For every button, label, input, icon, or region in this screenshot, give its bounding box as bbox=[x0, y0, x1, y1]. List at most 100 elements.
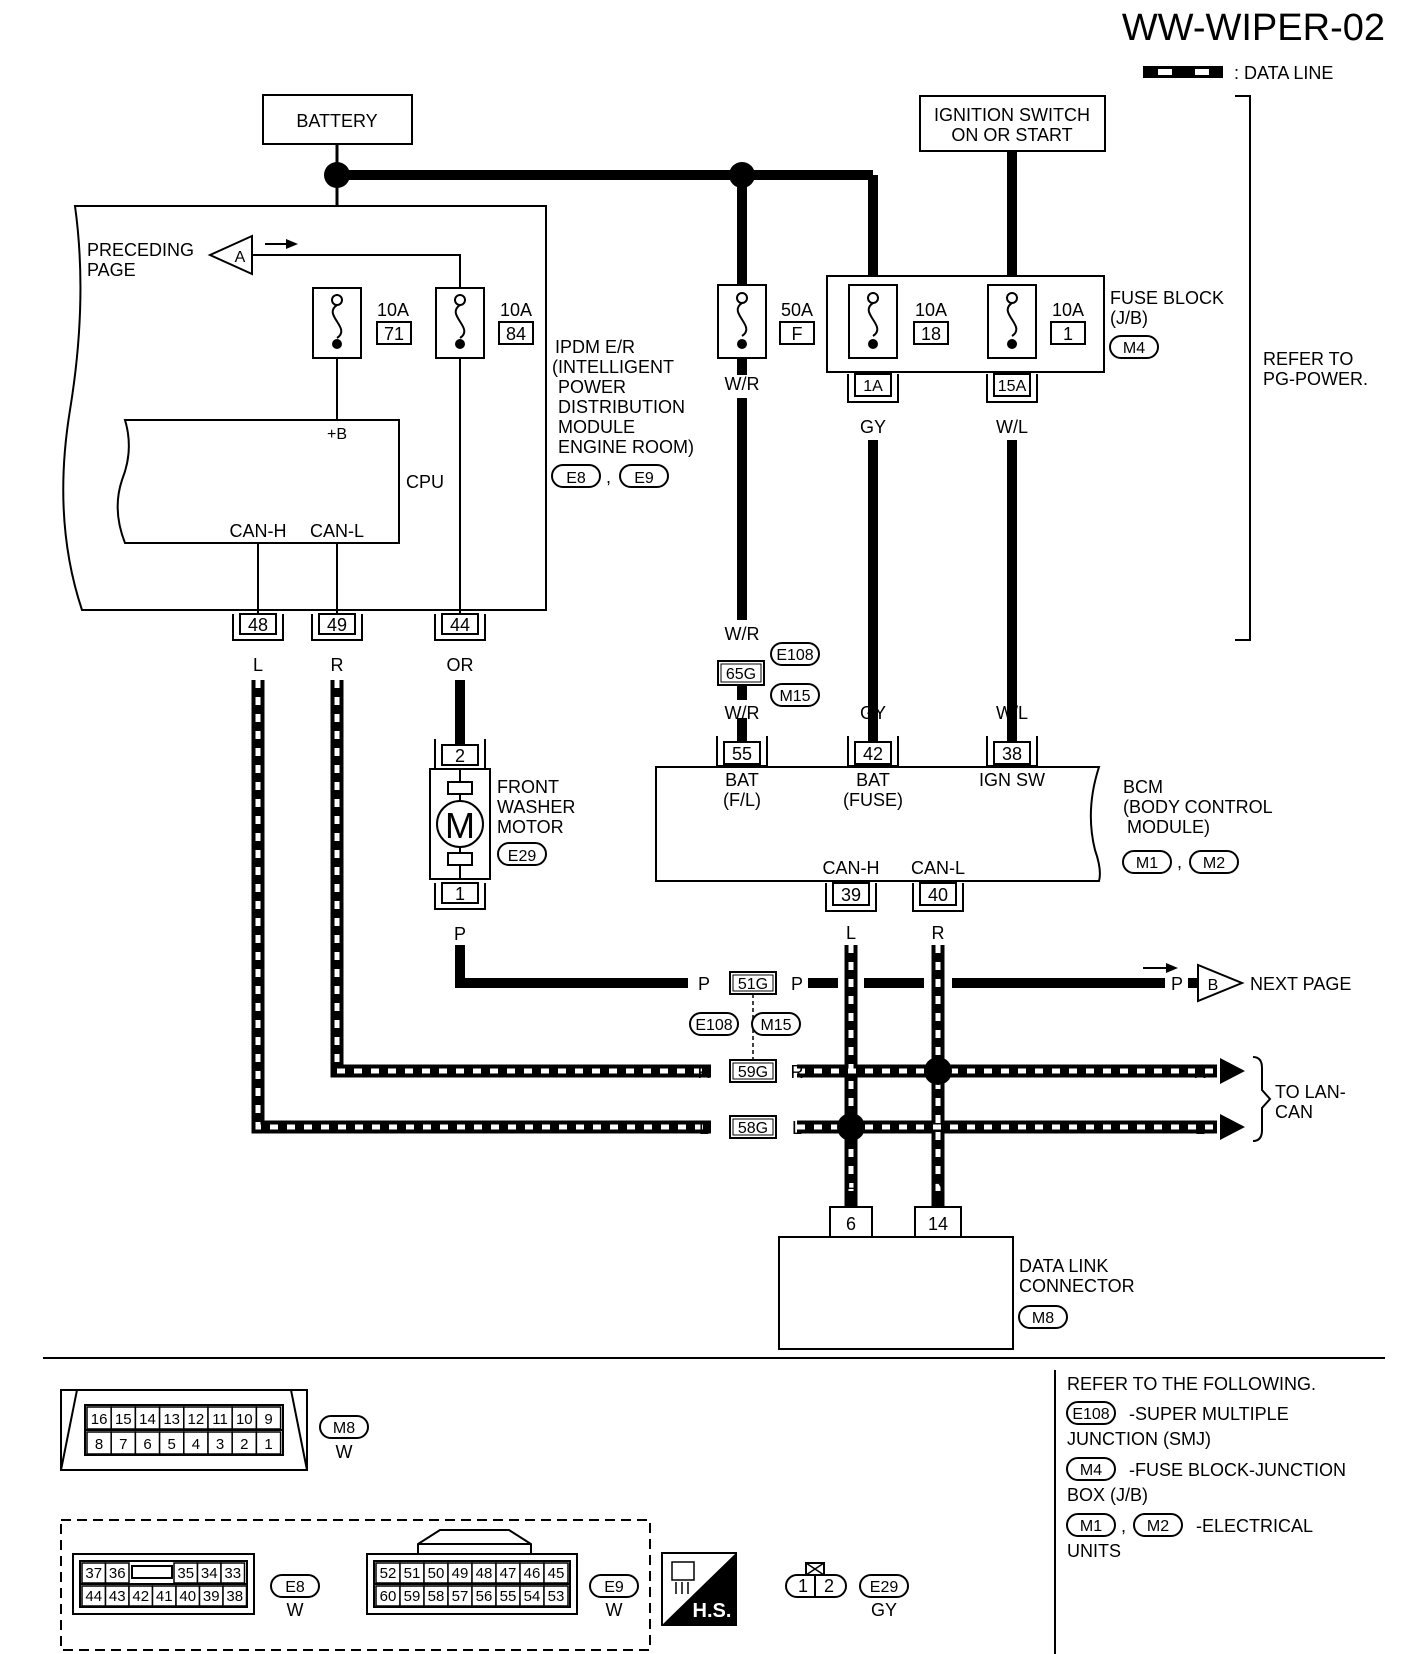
bcm-box bbox=[655, 766, 1101, 882]
cpu-pin-plus-b: +B bbox=[327, 426, 347, 443]
conn-id-e108-a: E108 bbox=[776, 647, 813, 664]
wire-color-p-out: P bbox=[791, 974, 803, 994]
cpu-pin-can-l: CAN-L bbox=[310, 521, 364, 541]
refer-m4-line1: -FUSE BLOCK-JUNCTION bbox=[1129, 1460, 1346, 1480]
power-wires-to-bcm bbox=[737, 358, 1017, 742]
battery-splice-dot bbox=[324, 162, 350, 188]
refer-m4-id: M4 bbox=[1080, 1462, 1102, 1479]
fuse-1-num-box bbox=[1050, 321, 1086, 345]
fuse-1-amp: 10A bbox=[1052, 300, 1084, 320]
connector-pin-number: 15 bbox=[115, 1411, 132, 1428]
conn-view-e29-pin1: 1 bbox=[798, 1576, 808, 1596]
connector-pin-number: 7 bbox=[119, 1436, 127, 1453]
connector-pin-cell bbox=[220, 1562, 246, 1584]
lan-can-arrow-l bbox=[1220, 1114, 1245, 1140]
ignition-label-line2: ON OR START bbox=[951, 125, 1072, 145]
conn-view-m8-id-box bbox=[319, 1415, 369, 1439]
connector-b-label: B bbox=[1208, 977, 1219, 994]
refer-m4-box bbox=[1066, 1457, 1116, 1481]
bcm-label-line1: BCM bbox=[1123, 777, 1163, 797]
can-h-splice-dot bbox=[837, 1113, 865, 1141]
pin-48 bbox=[232, 613, 284, 641]
pin-44-label: 44 bbox=[450, 615, 470, 635]
wire-color-wl-top: W/L bbox=[996, 417, 1028, 437]
dlc-pin-14-label: 14 bbox=[928, 1214, 948, 1234]
battery-box bbox=[262, 94, 413, 145]
motor-label-line3: MOTOR bbox=[497, 817, 564, 837]
bcm-label-line2: (BODY CONTROL bbox=[1123, 797, 1273, 817]
connector-view-e29 bbox=[785, 1562, 847, 1598]
conn-id-e108-b-box bbox=[689, 1012, 739, 1036]
motor-pin-1 bbox=[434, 882, 486, 910]
refer-m1-box bbox=[1066, 1513, 1116, 1537]
fuse-block-line1: FUSE BLOCK bbox=[1110, 288, 1224, 308]
preceding-page-line1: PRECEDING bbox=[87, 240, 194, 260]
fuse-71-num: 71 bbox=[384, 324, 404, 344]
lan-can-arrow-r bbox=[1220, 1058, 1245, 1084]
motor-brush-bottom bbox=[447, 852, 473, 866]
conn-id-m1-box bbox=[1122, 850, 1172, 874]
wire-color-r-59-out: R bbox=[791, 1062, 804, 1082]
bcm-pin-42-label: 42 bbox=[863, 744, 883, 764]
motor-pin-1-label: 1 bbox=[455, 884, 465, 904]
connector-pin-cell bbox=[104, 1562, 130, 1584]
conn-id-e29: E29 bbox=[508, 848, 537, 865]
refer-e108-line2: JUNCTION (SMJ) bbox=[1067, 1429, 1211, 1449]
connector-pin-number: 60 bbox=[380, 1588, 397, 1605]
connector-pin-number: 50 bbox=[428, 1565, 445, 1582]
ipdm-connectors-dashed-box bbox=[60, 1519, 651, 1651]
conn-view-e8-id-box bbox=[270, 1574, 320, 1598]
page-title: WW-WIPER-02 bbox=[1122, 7, 1385, 49]
connector-pin-number: 41 bbox=[156, 1588, 173, 1605]
bcm-pin-39 bbox=[825, 882, 877, 912]
bcm-pin-55 bbox=[716, 736, 768, 767]
smj-51g-label: 51G bbox=[738, 976, 768, 993]
refer-m1-id: M1 bbox=[1080, 1518, 1102, 1535]
wire-color-p-in: P bbox=[698, 974, 710, 994]
connector-pin-number: 57 bbox=[452, 1588, 469, 1605]
wire-color-wr-top: W/R bbox=[725, 374, 760, 394]
connector-pin-number: 2 bbox=[240, 1436, 248, 1453]
motor-symbol-circle bbox=[436, 800, 484, 848]
conn-id-m2: M2 bbox=[1203, 855, 1225, 872]
connector-pin-cell bbox=[543, 1585, 569, 1607]
bcm-pin-40-label: 40 bbox=[928, 885, 948, 905]
conn-view-e29-color: GY bbox=[871, 1600, 897, 1620]
wire-p bbox=[455, 945, 1165, 988]
wire-color-l-dlc: L bbox=[846, 1173, 856, 1193]
ignition-label-line1: IGNITION SWITCH bbox=[934, 105, 1090, 125]
connector-pin-number: 58 bbox=[428, 1588, 445, 1605]
connector-pin-number: 47 bbox=[500, 1565, 517, 1582]
refer-e108-box bbox=[1066, 1401, 1116, 1425]
cpu-box bbox=[116, 419, 400, 544]
bcm-can-l: CAN-L bbox=[911, 858, 965, 878]
connector-pin-number: 9 bbox=[264, 1411, 272, 1428]
smj-58g bbox=[729, 1115, 777, 1139]
conn-id-e8: E8 bbox=[566, 470, 586, 487]
fuse-1-num: 1 bbox=[1063, 324, 1073, 344]
connector-pin-number: 40 bbox=[179, 1588, 196, 1605]
fuse-18 bbox=[848, 284, 898, 359]
conn-id-m4: M4 bbox=[1123, 340, 1145, 357]
wire-color-r-59-in: R bbox=[698, 1062, 711, 1082]
ipdm-internal-wires bbox=[257, 358, 461, 613]
battery-label: BATTERY bbox=[296, 111, 377, 131]
smj-65g-label: 65G bbox=[726, 666, 756, 683]
conn-view-e9-id: E9 bbox=[604, 1579, 624, 1596]
ipdm-label-line2: (INTELLIGENT bbox=[552, 357, 674, 377]
connector-pin-number: 8 bbox=[95, 1436, 103, 1453]
dlc-label-line1: DATA LINK bbox=[1019, 1256, 1108, 1276]
smj-59g-label: 59G bbox=[738, 1064, 768, 1081]
connector-pin-number: 35 bbox=[177, 1565, 194, 1582]
bcm-pin-55-label: 55 bbox=[732, 744, 752, 764]
refer-m1m2-line1: -ELECTRICAL bbox=[1196, 1516, 1313, 1536]
bcm-pin-40 bbox=[912, 882, 964, 912]
ipdm-label: IPDM E/R (INTELLIGENT POWER DISTRIBUTION… bbox=[552, 337, 694, 457]
connector-pin-number: 48 bbox=[476, 1565, 493, 1582]
bcm-can-h: CAN-H bbox=[823, 858, 880, 878]
wire-color-p-next: P bbox=[1171, 974, 1183, 994]
connector-b-flag bbox=[1197, 963, 1245, 1003]
pin-44 bbox=[434, 613, 486, 641]
wire-color-l-58-out: L bbox=[792, 1118, 802, 1138]
